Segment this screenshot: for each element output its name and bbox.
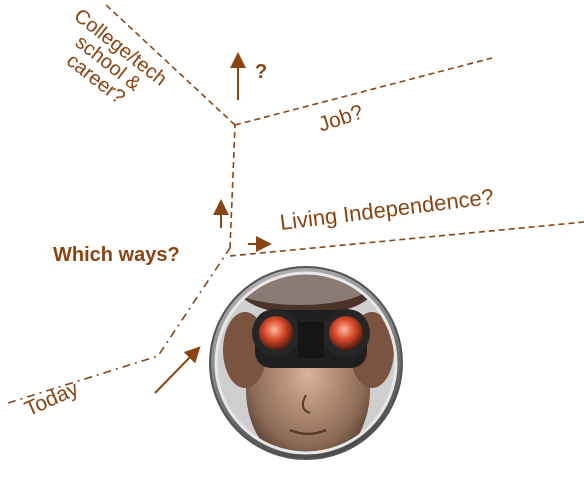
which-ways-label: Which ways? (53, 244, 180, 266)
question-mark-label: ? (255, 61, 268, 83)
binoculars-photo (209, 266, 403, 460)
today-path (7, 247, 231, 404)
job-branch (234, 57, 493, 126)
diagonal-arrow-today (154, 346, 201, 394)
route-lines (7, 3, 584, 404)
main-trunk (229, 124, 236, 249)
